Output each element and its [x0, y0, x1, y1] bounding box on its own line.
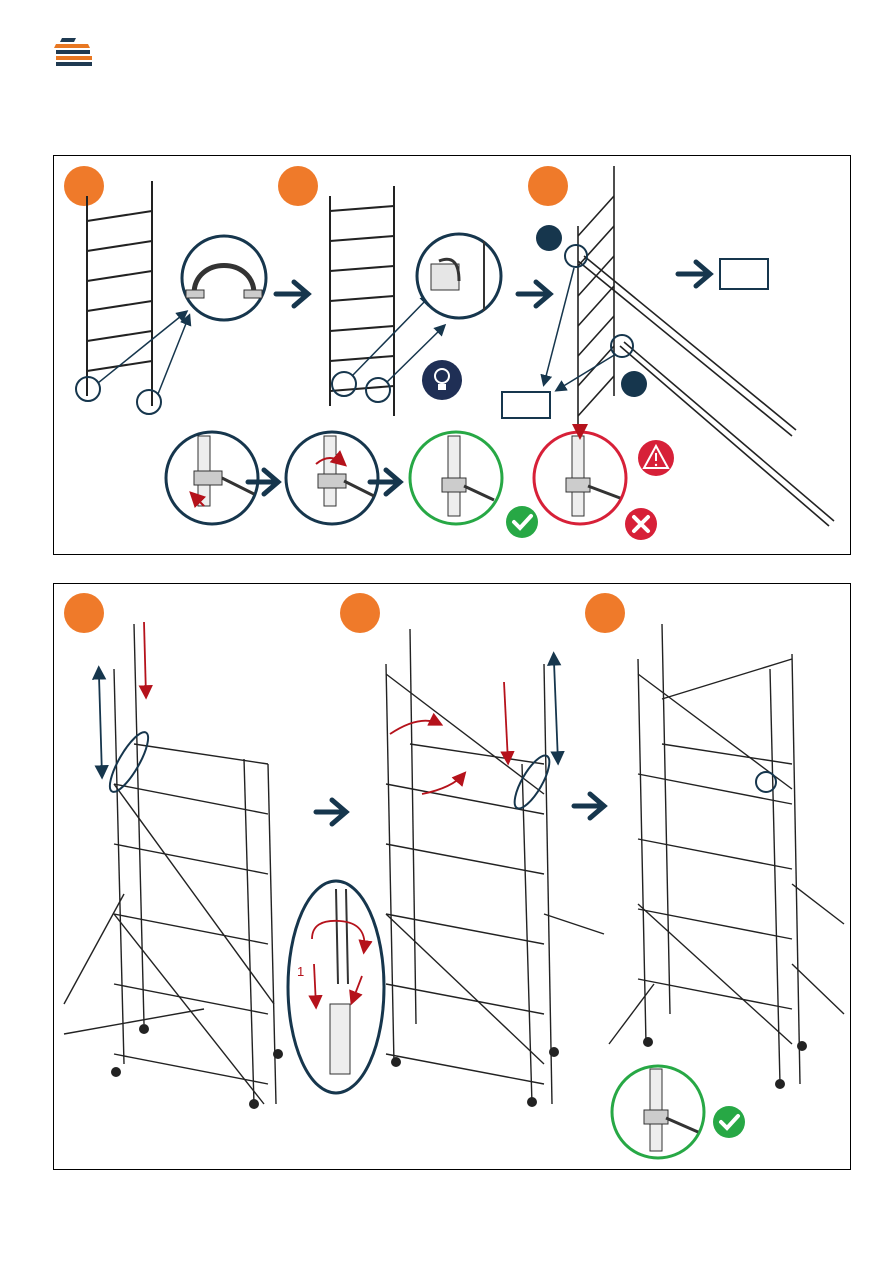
step-badge-5 [340, 593, 380, 633]
check-circle-icon [506, 506, 538, 538]
scaffold-tower-3 [609, 624, 844, 1084]
ladder-frame-2 [330, 186, 394, 416]
hook-lock-sequence-2 [286, 432, 378, 524]
label-box-left [502, 392, 550, 418]
next-arrow-icon [574, 794, 604, 818]
next-arrow-icon [276, 282, 308, 306]
scaffold-tower-1 [64, 624, 276, 1104]
step-badge-3 [528, 166, 568, 206]
joint-correct-zoom [612, 1066, 704, 1158]
clip-detail-zoom [182, 236, 266, 320]
warning-triangle-icon [638, 440, 674, 476]
hook-lock-correct [410, 432, 502, 524]
step-panel-bottom: 1 [53, 583, 851, 1170]
next-arrow-icon [678, 262, 710, 286]
tip-lightbulb-icon [422, 356, 462, 400]
step-badge-1 [64, 166, 104, 206]
hook-lock-sequence-1 [166, 432, 258, 524]
label-box-right [720, 259, 768, 289]
joint-detail-zoom: 1 [288, 881, 384, 1093]
clip-wrap-zoom [417, 234, 501, 318]
scaffold-tower-2 [386, 629, 604, 1104]
step-panel-top [53, 155, 851, 555]
hook-marker-dot-top [536, 225, 562, 251]
next-arrow-icon [518, 282, 550, 306]
step-badge-2 [278, 166, 318, 206]
bottom-panel-illustration: 1 [54, 584, 852, 1171]
next-arrow-icon [316, 800, 346, 824]
top-panel-illustration [54, 156, 852, 556]
step-badge-6 [585, 593, 625, 633]
clip-highlight-4 [366, 378, 390, 402]
hook-lock-wrong [534, 424, 626, 524]
brand-logo-icon [54, 38, 94, 68]
ladder-frame-1 [87, 181, 152, 406]
hook-marker-dot-bottom [621, 371, 647, 397]
cross-circle-icon [625, 508, 657, 540]
step-badge-4 [64, 593, 104, 633]
check-circle-icon [713, 1106, 745, 1138]
detail-step-number: 1 [297, 964, 304, 979]
